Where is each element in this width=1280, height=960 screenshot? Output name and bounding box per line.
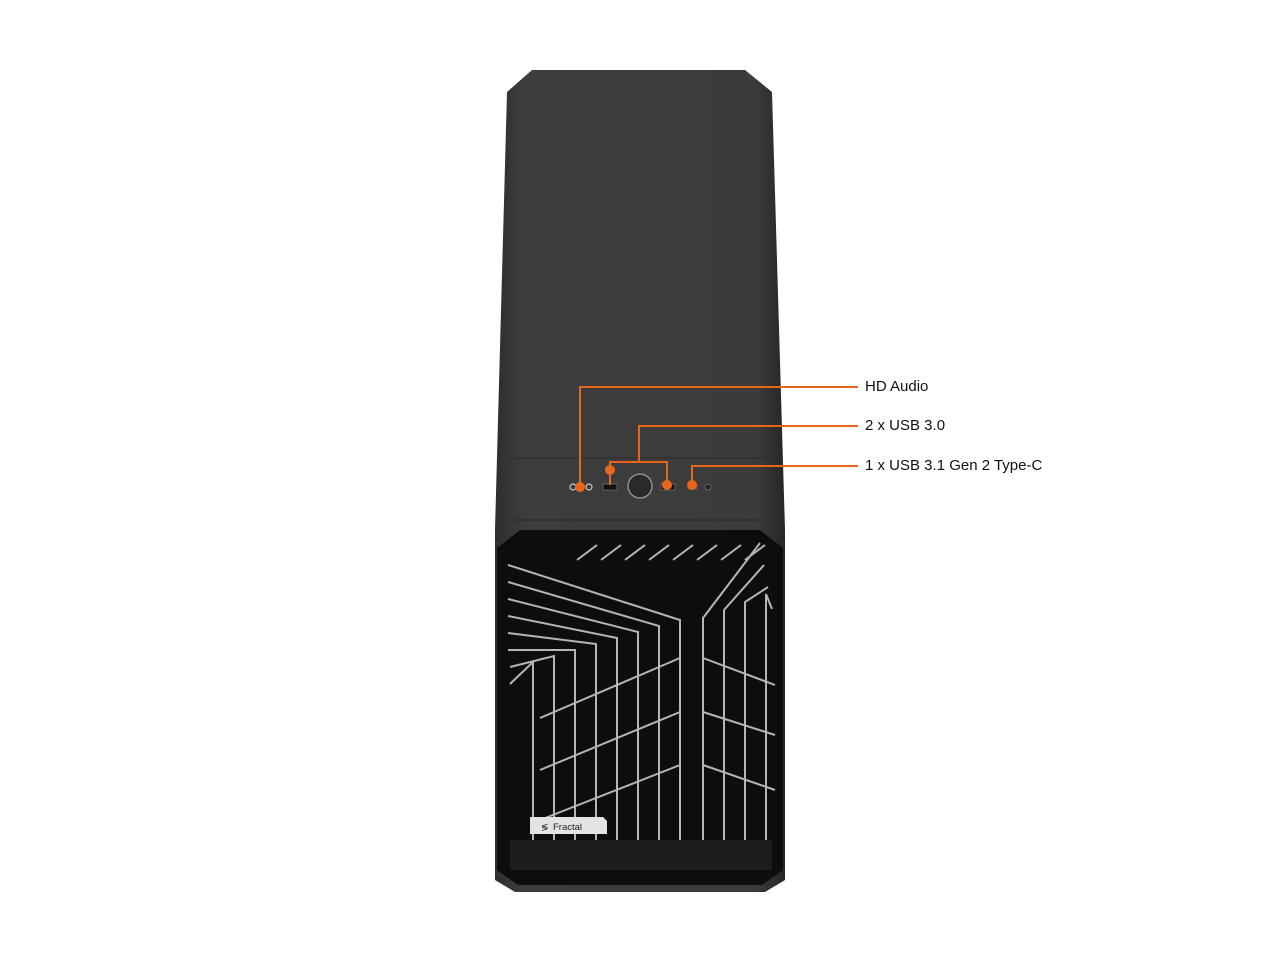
grille-bar [648,544,670,561]
grille-bar [507,564,681,868]
grille-bar [702,657,776,791]
grille-bar [507,632,597,868]
grille-bar [600,544,622,561]
grille-bar [765,593,773,868]
callout-line-usbc [691,465,858,485]
grille-bar [508,649,576,868]
grille-bar [509,654,555,868]
grille-bars [507,542,776,868]
grille-bar [702,542,761,868]
grille-bar [507,581,660,868]
callout-label-usb30: 2 x USB 3.0 [865,417,946,434]
power-button [627,473,653,499]
reset-button [704,483,712,491]
grille-bar [672,544,694,561]
grille-bar [696,544,718,561]
grille-bar [576,544,598,561]
mic-jack [585,483,593,491]
callout-label-hd-audio: HD Audio [865,378,929,395]
callout-lines [579,386,858,487]
grille-bar [723,564,765,868]
callout-line-hd-audio [579,386,858,487]
fractal-logo-badge: ≶ Fractal [530,817,607,834]
grille-bar [509,659,534,868]
svg-text:Fractal: Fractal [553,822,582,833]
grille-bar [744,544,766,561]
callout-dots [575,465,697,492]
grille-bar [507,598,639,868]
grille-bar [507,615,618,868]
grille-bar [539,657,681,821]
grille-bar [624,544,646,561]
front-grille [497,530,783,885]
svg-text:≶: ≶ [541,822,549,832]
grille-bar [720,544,742,561]
callout-label-usbc: 1 x USB 3.1 Gen 2 Type-C [865,457,1043,474]
